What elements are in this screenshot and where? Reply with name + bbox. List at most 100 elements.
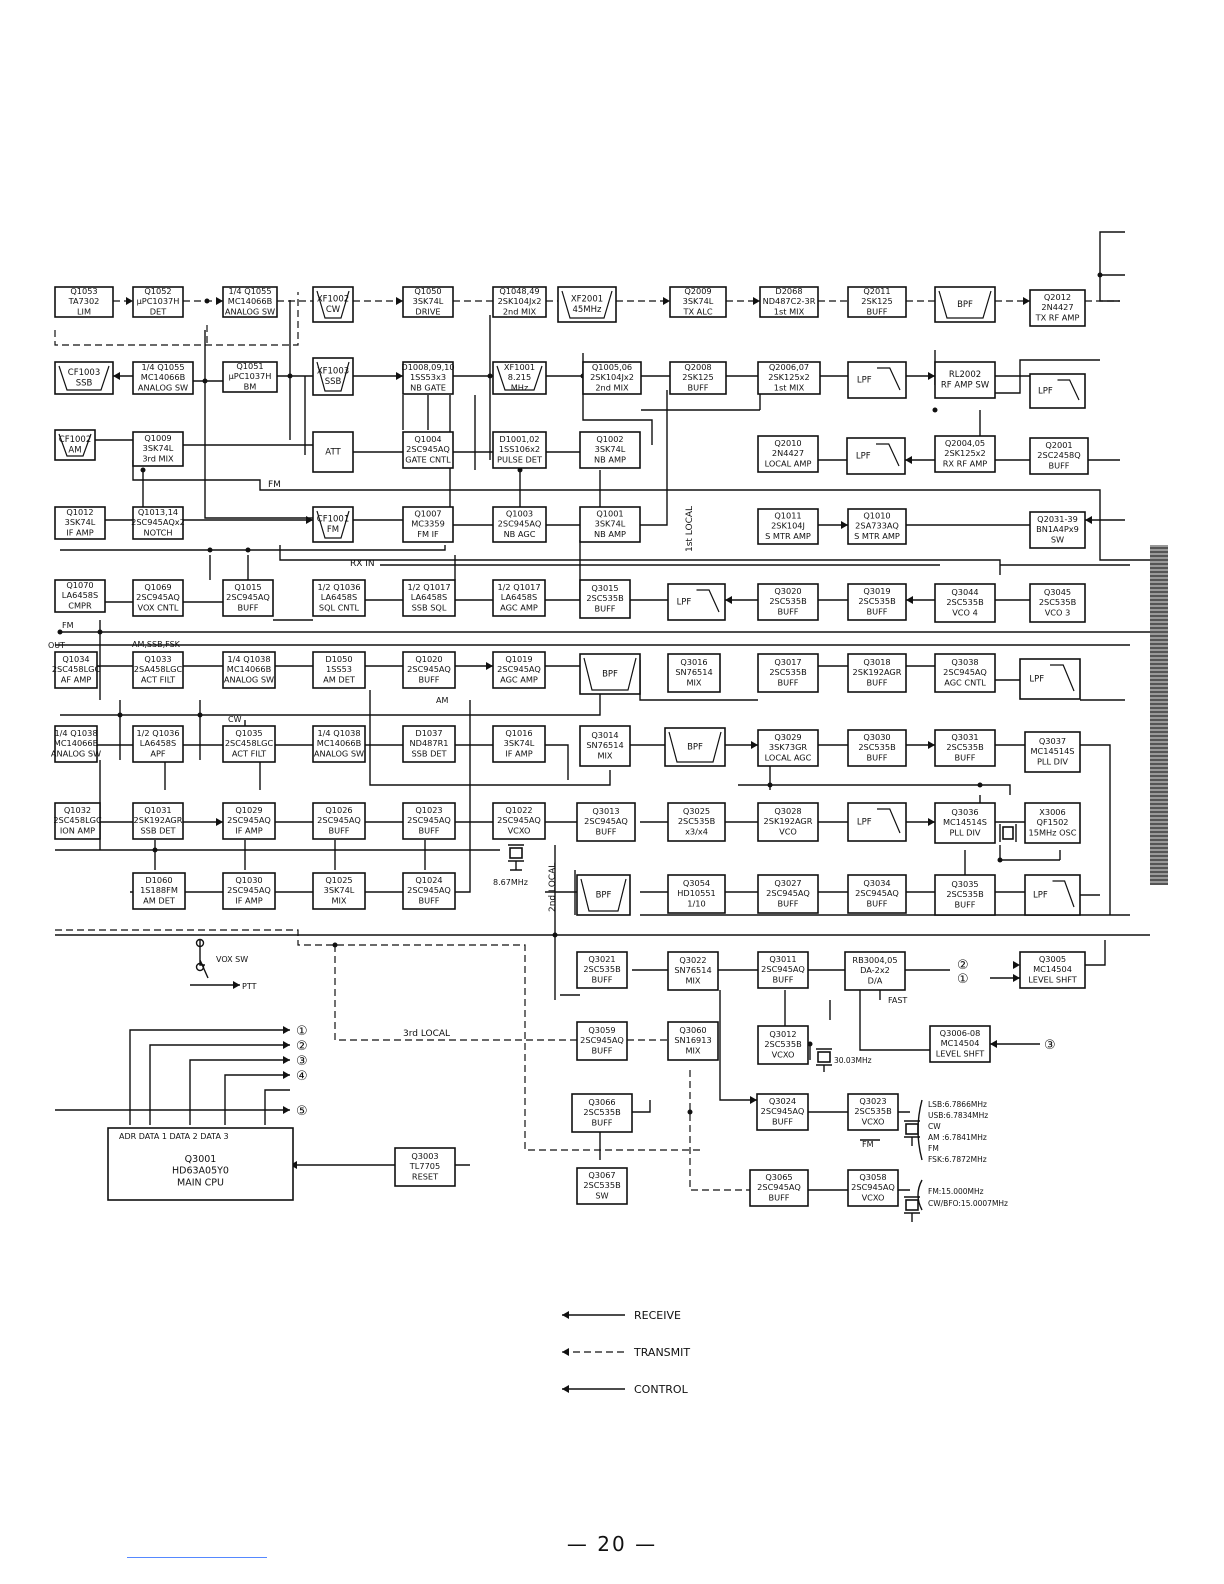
block-label: Q1002: [596, 434, 623, 444]
block-label: 2SC535B: [858, 742, 896, 752]
block-label: 1S188FM: [140, 885, 178, 895]
block-label: Q3028: [774, 806, 801, 816]
block-label: D1060: [145, 875, 172, 885]
block-outline: [132, 286, 184, 318]
block-outline: [934, 729, 996, 767]
block-label: MC14066B: [317, 738, 362, 748]
block-label: ANALOG SW: [225, 307, 275, 317]
block-label: Q3016: [680, 657, 707, 667]
block-label: DA-2x2: [860, 965, 890, 975]
block-label: BPF: [596, 890, 612, 900]
block-label: 45MHz: [572, 305, 602, 315]
block-label: Q3001: [185, 1154, 217, 1165]
block-label: Q1019: [505, 654, 532, 664]
block-label: VCXO: [508, 826, 531, 836]
block-outline: [132, 506, 184, 540]
label-fast: FAST: [888, 996, 907, 1005]
block-outline: [576, 802, 636, 842]
block-outline: [222, 651, 276, 689]
block-label: SQL CNTL: [319, 603, 360, 613]
block-label: CF1002: [59, 435, 91, 445]
block-label: NB GATE: [410, 383, 446, 393]
block-label: 2SC535B: [946, 742, 984, 752]
block-label: Q3034: [863, 878, 890, 888]
block-outline: [54, 579, 106, 613]
block-label: MAIN CPU: [177, 1177, 224, 1188]
block-label: VCXO: [862, 1117, 885, 1127]
block-label: Q2012: [1044, 292, 1071, 302]
block-label: Q3017: [774, 657, 801, 667]
block-label: Q3023: [859, 1096, 886, 1106]
block-label: Q1031: [144, 805, 171, 815]
block-label: 2SC945AQ: [943, 667, 987, 677]
block-label: 2SC945AQ: [406, 444, 450, 454]
block-label: SSB DET: [140, 826, 176, 836]
lowpass-symbol: [877, 808, 901, 834]
block-label: Q1016: [505, 728, 532, 738]
block-label: LPF: [856, 451, 871, 461]
block-label: Q1048,49: [499, 286, 539, 296]
block-label: BUFF: [418, 896, 439, 906]
block-label: XF1003: [317, 366, 349, 376]
block-label: 2SC535B: [946, 889, 984, 899]
block-label: Q3025: [683, 806, 710, 816]
circuit-block: LPF: [847, 802, 907, 842]
block-label: Q2006,07: [769, 362, 809, 372]
block-label: 1/4 Q1055: [228, 286, 271, 296]
circuit-block: ATT: [312, 431, 354, 473]
block-label: HD10551: [677, 888, 716, 898]
block-outline: [669, 286, 727, 318]
block-label: 2SC945AQ: [766, 888, 810, 898]
block-label: SSB: [325, 377, 342, 387]
block-outline: [492, 361, 547, 395]
block-label: μPC1037H: [229, 371, 272, 381]
block-label: 1/2 Q1017: [407, 582, 450, 592]
block-label: BUFF: [954, 753, 975, 763]
block-label: Q3058: [859, 1172, 886, 1182]
block-label: 2SC945AQ: [227, 815, 271, 825]
block-label: Q1003: [506, 508, 533, 518]
block-label: ANALOG SW: [51, 749, 101, 759]
block-outline: [576, 951, 628, 989]
block-outline: [402, 802, 456, 840]
block-outline: [394, 1147, 456, 1187]
block-label: MIX: [685, 976, 700, 986]
block-label: TX ALC: [682, 307, 712, 317]
block-outline: [402, 872, 456, 910]
block-outline: [312, 579, 366, 617]
block-outline: [847, 508, 907, 545]
block-outline: [312, 802, 366, 840]
block-label: LOCAL AGC: [765, 753, 812, 763]
block-outline: [54, 429, 96, 461]
circuit-block: LPF: [1019, 658, 1081, 700]
block-label: RL2002: [949, 370, 981, 380]
block-label: S MTR AMP: [765, 531, 811, 541]
block-label: 2SC535B: [854, 1106, 892, 1116]
block-label: ATT: [325, 447, 341, 457]
block-outline: [54, 802, 101, 840]
block-outline: [1024, 731, 1081, 773]
block-outline: [312, 725, 366, 763]
block-label: LPF: [1029, 674, 1044, 684]
block-label: 2SC945AQ: [498, 519, 542, 529]
block-label: 3SK74L: [683, 296, 714, 306]
block-label: Q1050: [414, 286, 441, 296]
block-label: ANALOG SW: [314, 749, 364, 759]
block-outline: [579, 506, 641, 543]
block-outline: [132, 802, 184, 840]
